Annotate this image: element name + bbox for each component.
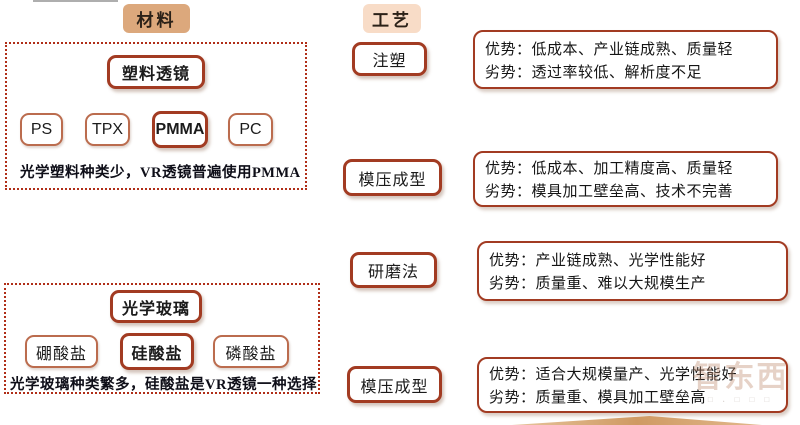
cropped-ribbon-shape xyxy=(512,416,762,425)
material-box-phosphate: 磷酸盐 xyxy=(213,335,289,368)
process-injection-label: 注塑 xyxy=(372,53,407,70)
disadvantage-line: 劣势：透过率较低、解析度不足 xyxy=(485,64,703,81)
disadvantage-line: 劣势：质量重、难以大规模生产 xyxy=(489,276,707,292)
material-box-silicate-highlighted: 硅酸盐 xyxy=(120,333,194,370)
advantage-line: 优势：适合大规模量产、光学性能好 xyxy=(489,367,738,383)
advantage-line: 优势：低成本、产业链成熟、质量轻 xyxy=(485,41,734,58)
process-box-compression-molding-1: 模压成型 xyxy=(343,159,442,196)
material-silicate-label: 硅酸盐 xyxy=(131,345,183,363)
comparison-box-compression-2: 优势：适合大规模量产、光学性能好 劣势：质量重、模具加工壁垒高 xyxy=(477,357,788,413)
material-box-pc: PC xyxy=(228,113,273,146)
advantage-line: 优势：产业链成熟、光学性能好 xyxy=(489,253,707,269)
material-phosphate-label: 磷酸盐 xyxy=(225,345,277,363)
plastic-lens-caption: 光学塑料种类少，VR透镜普遍使用PMMA xyxy=(20,165,301,181)
process-grinding-label: 研磨法 xyxy=(367,264,419,281)
process-box-injection-molding: 注塑 xyxy=(352,42,427,76)
material-box-borate: 硼酸盐 xyxy=(25,335,98,368)
material-pmma-label: PMMA xyxy=(155,120,205,138)
material-borate-label: 硼酸盐 xyxy=(35,345,87,363)
process-header-label: 工艺 xyxy=(363,4,421,33)
comparison-box-compression-1: 优势：低成本、加工精度高、质量轻 劣势：模具加工壁垒高、技术不完善 xyxy=(473,151,778,207)
cropped-edge-artifact xyxy=(33,0,118,2)
advantage-line: 优势：低成本、加工精度高、质量轻 xyxy=(485,161,734,177)
disadvantage-line: 劣势：模具加工壁垒高、技术不完善 xyxy=(485,184,734,200)
material-ps-label: PS xyxy=(30,120,53,138)
comparison-box-grinding: 优势：产业链成熟、光学性能好 劣势：质量重、难以大规模生产 xyxy=(477,241,788,301)
optical-glass-caption: 光学玻璃种类繁多，硅酸盐是VR透镜一种选择 xyxy=(10,377,317,393)
optical-glass-group-box xyxy=(4,283,320,394)
optical-glass-title-box: 光学玻璃 xyxy=(110,290,202,323)
material-pc-label: PC xyxy=(239,120,262,138)
disadvantage-line: 劣势：质量重、模具加工壁垒高 xyxy=(489,390,707,406)
material-box-ps: PS xyxy=(20,113,63,146)
process-compression-2-label: 模压成型 xyxy=(360,378,429,396)
process-compression-1-label: 模压成型 xyxy=(358,171,427,189)
material-tpx-label: TPX xyxy=(91,120,124,138)
materials-header-label: 材料 xyxy=(123,4,190,33)
process-box-grinding: 研磨法 xyxy=(350,252,437,288)
process-box-compression-molding-2: 模压成型 xyxy=(347,366,442,403)
material-box-tpx: TPX xyxy=(85,113,130,146)
plastic-lens-title-box: 塑料透镜 xyxy=(107,55,205,89)
plastic-lens-group-box xyxy=(5,42,307,190)
optical-glass-title: 光学玻璃 xyxy=(121,300,190,318)
comparison-box-injection: 优势：低成本、产业链成熟、质量轻 劣势：透过率较低、解析度不足 xyxy=(473,30,778,89)
plastic-lens-title: 塑料透镜 xyxy=(121,66,190,83)
material-box-pmma-highlighted: PMMA xyxy=(152,111,208,148)
